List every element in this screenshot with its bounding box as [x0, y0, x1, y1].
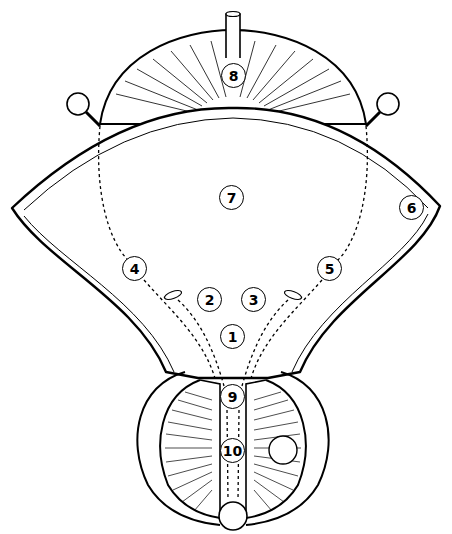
urethra-section: [219, 502, 247, 530]
bladder-wall: [12, 108, 440, 378]
ureteric-orifice: [283, 289, 302, 302]
urachus: [226, 12, 240, 58]
ureteric-orifice: [163, 289, 182, 302]
callout-number: 4: [122, 256, 147, 281]
ureter: [366, 112, 380, 126]
callout-number: 7: [219, 185, 244, 210]
ureter-section: [377, 93, 399, 115]
ureter-section: [67, 93, 89, 115]
callout-number: 8: [221, 63, 246, 88]
prostate-striations: [165, 392, 301, 511]
callout-number: 9: [220, 384, 245, 409]
callout-number: 10: [220, 438, 245, 463]
callout-number: 5: [317, 256, 342, 281]
callout-number: 3: [241, 287, 266, 312]
trigone-outline: [99, 126, 368, 500]
ejaculatory-duct: [269, 436, 297, 464]
callout-number: 6: [399, 195, 424, 220]
callout-number: 1: [220, 324, 245, 349]
ureter: [86, 112, 100, 126]
callout-number: 2: [197, 287, 222, 312]
